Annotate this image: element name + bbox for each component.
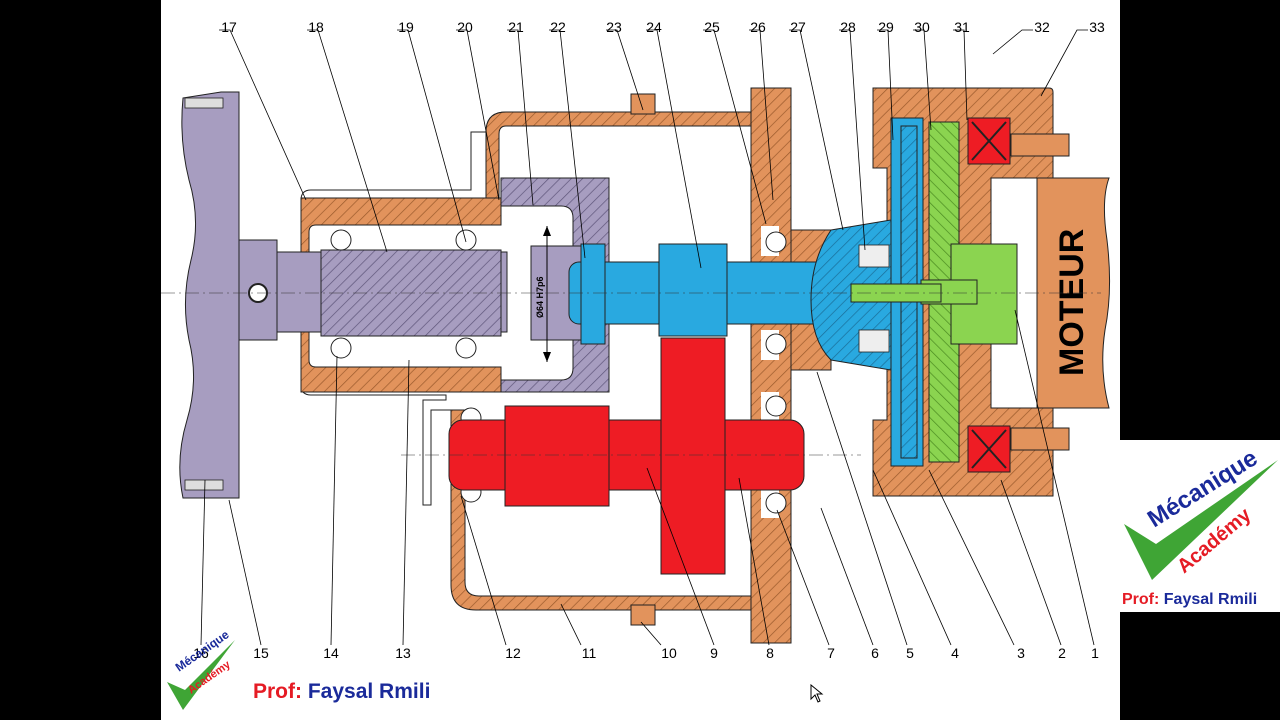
drawing-frame: MOTEUR Ø64 H7p6 <box>161 0 1120 720</box>
label-10: 10 <box>661 645 677 661</box>
credit-prefix: Prof: <box>253 680 302 703</box>
label-29: 29 <box>878 19 894 35</box>
label-5: 5 <box>906 645 914 661</box>
motor-label: MOTEUR <box>1053 229 1091 376</box>
label-24: 24 <box>646 19 662 35</box>
label-17: 17 <box>221 19 237 35</box>
label-8: 8 <box>766 645 774 661</box>
right-author-credit: Prof: Faysal Rmili <box>1122 591 1257 609</box>
label-30: 30 <box>914 19 930 35</box>
label-16: 16 <box>193 645 209 661</box>
gearbox-assembly-drawing: MOTEUR Ø64 H7p6 <box>161 19 1111 661</box>
label-28: 28 <box>840 19 856 35</box>
label-27: 27 <box>790 19 806 35</box>
label-1: 1 <box>1091 645 1099 661</box>
bearings-left <box>330 229 787 514</box>
gear-shaft <box>448 337 805 575</box>
label-3: 3 <box>1017 645 1025 661</box>
credit-name: Faysal Rmili <box>307 680 431 703</box>
academy-logo-small: Mécanique Académy <box>167 632 235 710</box>
label-2: 2 <box>1058 645 1066 661</box>
top-labels: 17 18 19 20 21 22 23 24 25 26 27 28 29 3… <box>221 19 1105 35</box>
label-6: 6 <box>871 645 879 661</box>
bottom-labels: 16 15 14 13 12 11 10 9 8 7 6 5 4 3 2 1 <box>193 645 1099 661</box>
label-12: 12 <box>505 645 521 661</box>
label-9: 9 <box>710 645 718 661</box>
label-19: 19 <box>398 19 414 35</box>
label-7: 7 <box>827 645 835 661</box>
label-23: 23 <box>606 19 622 35</box>
right-logo-panel: Mécanique Académy <box>1120 440 1280 612</box>
label-21: 21 <box>508 19 524 35</box>
bearing-blocks <box>967 117 1070 473</box>
label-15: 15 <box>253 645 269 661</box>
label-18: 18 <box>308 19 324 35</box>
coupling <box>850 121 1018 463</box>
label-31: 31 <box>954 19 970 35</box>
label-4: 4 <box>951 645 959 661</box>
right-credit-prefix: Prof: <box>1122 591 1160 608</box>
mouse-cursor-icon <box>810 684 824 703</box>
dimension-line: Ø64 H7p6 <box>535 226 551 362</box>
dimension-label: Ø64 H7p6 <box>535 276 545 318</box>
leader-lines <box>200 29 1095 646</box>
label-13: 13 <box>395 645 411 661</box>
author-credit: Prof: Faysal Rmili <box>253 680 430 704</box>
academy-logo-large: Mécanique Académy <box>1124 444 1278 580</box>
label-14: 14 <box>323 645 339 661</box>
label-25: 25 <box>704 19 720 35</box>
label-26: 26 <box>750 19 766 35</box>
label-11: 11 <box>582 645 597 661</box>
label-33: 33 <box>1089 19 1105 35</box>
label-20: 20 <box>457 19 473 35</box>
right-credit-name: Faysal Rmili <box>1163 591 1258 608</box>
label-32: 32 <box>1034 19 1050 35</box>
label-22: 22 <box>550 19 566 35</box>
